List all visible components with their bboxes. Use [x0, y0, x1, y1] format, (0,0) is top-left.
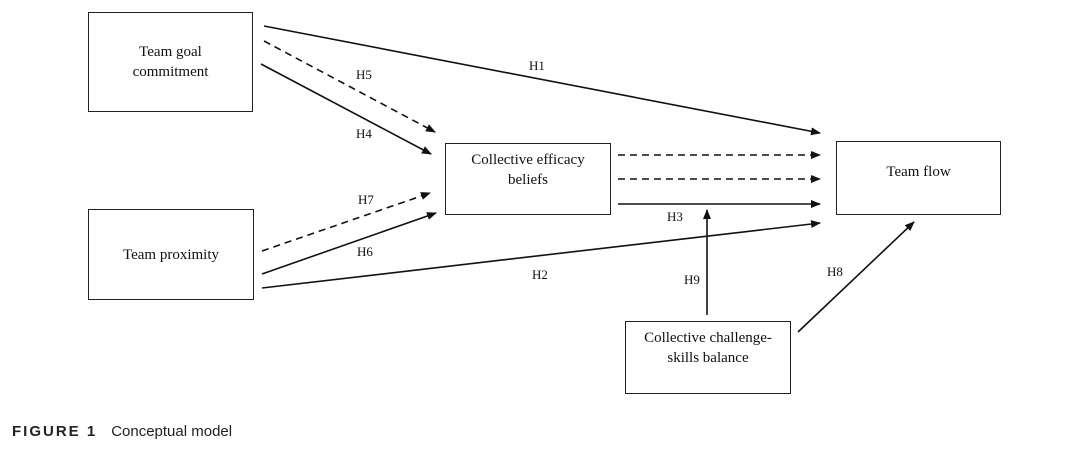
node-label-line: Collective challenge- — [644, 330, 772, 346]
arrow-h5 — [263, 40, 436, 133]
node-label-line: beliefs — [508, 172, 548, 188]
node-label-line: Team proximity — [122, 246, 219, 263]
node-team-flow: Team flow — [836, 141, 1001, 215]
label-h7: H7 — [358, 192, 374, 207]
arrow-h6 — [261, 212, 437, 275]
label-h9: H9 — [684, 272, 700, 287]
node-team-proximity: Team proximity — [88, 209, 254, 300]
node-collective-efficacy-beliefs: Collective efficacy beliefs — [445, 143, 611, 215]
label-h1: H1 — [529, 58, 545, 73]
node-label-line: commitment — [132, 64, 209, 80]
node-label-line: Collective efficacy — [471, 152, 585, 168]
arrow-h1 — [263, 25, 821, 136]
arrow-h4 — [260, 63, 432, 155]
label-h6: H6 — [357, 244, 373, 259]
arrow-h7 — [261, 192, 431, 252]
node-team-goal-commitment: Team goal commitment — [88, 12, 253, 112]
label-h3: H3 — [667, 209, 683, 224]
arrow-h8 — [797, 221, 915, 333]
figure-title: Conceptual model — [111, 423, 233, 440]
figure-label: FIGURE 1 — [12, 423, 98, 440]
label-h8: H8 — [827, 264, 843, 279]
node-label-line: Team goal — [139, 44, 202, 60]
node-label-line: Team flow — [886, 164, 951, 180]
label-h4: H4 — [356, 126, 372, 141]
node-collective-challenge-skills-balance: Collective challenge- skills balance — [625, 321, 791, 394]
node-label-line: skills balance — [667, 350, 749, 366]
figure-caption: FIGURE 1 Conceptual model — [12, 423, 232, 440]
label-h5: H5 — [356, 67, 372, 82]
arrow-h2 — [261, 220, 821, 289]
label-h2: H2 — [532, 267, 548, 282]
